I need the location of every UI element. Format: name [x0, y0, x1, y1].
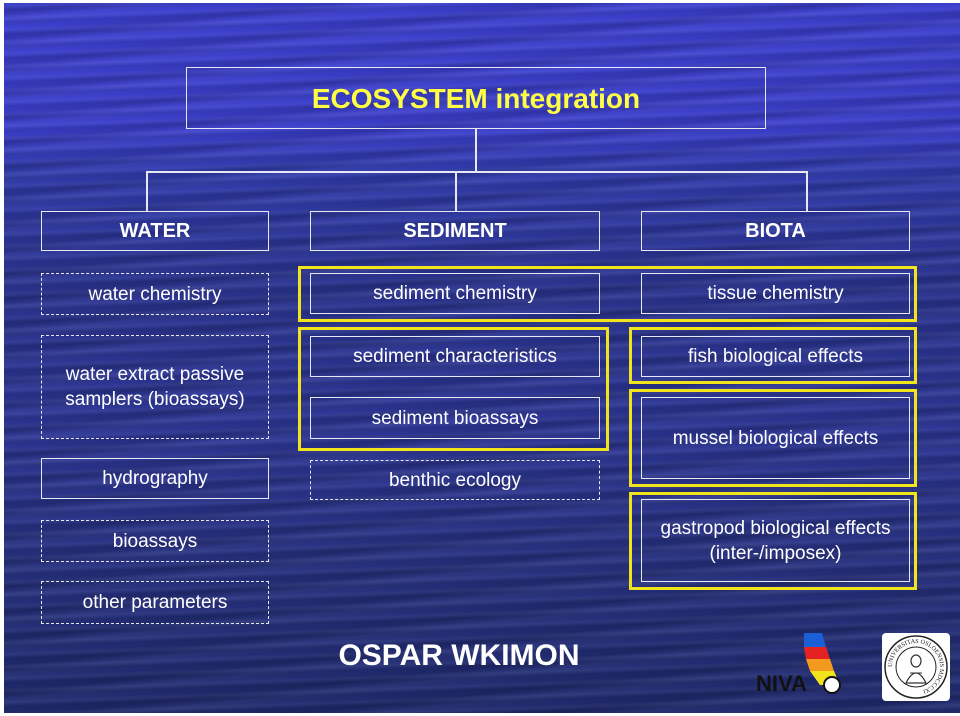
- biota-header: BIOTA: [641, 211, 910, 251]
- hydrography-box: hydrography: [41, 458, 269, 499]
- mussel-biological-effects-box: mussel biological effects: [641, 397, 910, 479]
- niva-logo-text: NIVA: [756, 671, 807, 696]
- diagram-title: ECOSYSTEM integration: [311, 82, 641, 114]
- sediment-characteristics-box: sediment characteristics: [310, 336, 600, 377]
- chemistry-highlight-frame: [298, 266, 917, 322]
- fish-highlight-frame: [629, 327, 917, 384]
- benthic-ecology-box: benthic ecology: [310, 460, 600, 500]
- connector-biota: [806, 171, 808, 211]
- fish-biological-effects-box: fish biological effects: [641, 336, 910, 377]
- sediment-bioassays-box: sediment bioassays: [310, 397, 600, 439]
- sediment-chemistry-box: sediment chemistry: [310, 273, 600, 314]
- slide-background: ECOSYSTEM integration WATER SEDIMENT BIO…: [4, 3, 960, 713]
- water-extract-box: water extract passive samplers (bioassay…: [41, 335, 269, 439]
- sediment-header: SEDIMENT: [310, 211, 600, 251]
- water-header: WATER: [41, 211, 269, 251]
- connector-water: [146, 171, 148, 211]
- mussel-highlight-frame: [629, 389, 917, 487]
- bioassays-box: bioassays: [41, 520, 269, 562]
- niva-logo: NIVA: [756, 633, 852, 701]
- sediment-effects-highlight-frame: [298, 327, 609, 451]
- university-seal: UNIVERSITAS OSLOENSIS MDCCCXI: [882, 633, 950, 701]
- title-box: ECOSYSTEM integration: [186, 67, 766, 129]
- other-parameters-box: other parameters: [41, 581, 269, 624]
- tissue-chemistry-box: tissue chemistry: [641, 273, 910, 314]
- water-chemistry-box: water chemistry: [41, 273, 269, 315]
- gastropod-highlight-frame: [629, 492, 917, 590]
- connector-horizontal: [146, 171, 807, 173]
- connector-trunk: [475, 128, 477, 172]
- connector-sediment: [455, 171, 457, 211]
- niva-logo-icon: [804, 633, 841, 694]
- university-seal-icon: UNIVERSITAS OSLOENSIS MDCCCXI: [884, 635, 948, 699]
- footer-title: OSPAR WKIMON: [338, 639, 580, 672]
- gastropod-biological-effects-box: gastropod biological effects (inter-/imp…: [641, 499, 910, 582]
